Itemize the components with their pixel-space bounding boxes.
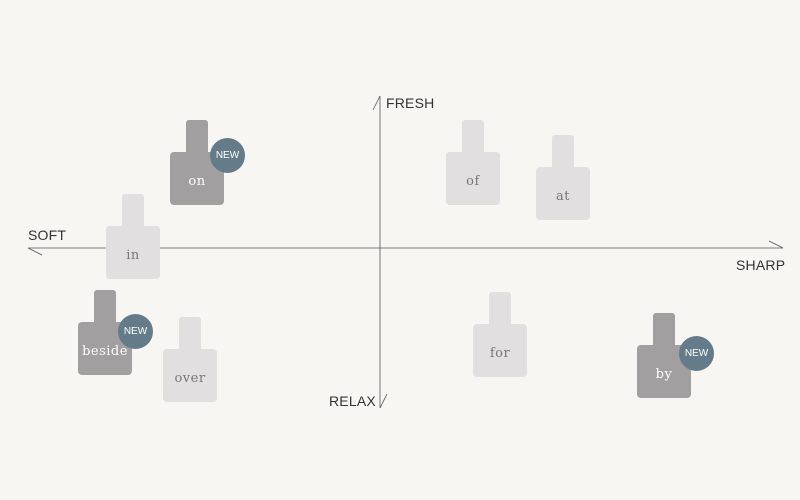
- axis-label-relax: RELAX: [329, 393, 376, 409]
- product-label: in: [126, 248, 140, 263]
- product-label: by: [655, 367, 673, 382]
- bottom-arrow-head: [379, 393, 388, 409]
- bottle-body: [536, 167, 590, 220]
- left-arrow-head: [27, 247, 43, 256]
- new-badge-beside: NEW: [118, 314, 153, 349]
- axis-label-fresh: FRESH: [386, 95, 435, 111]
- axis-label-soft: SOFT: [28, 227, 67, 243]
- product-bottle-of[interactable]: of: [446, 120, 500, 205]
- product-label: for: [489, 346, 511, 361]
- bottle-neck: [653, 313, 675, 353]
- bottle-neck: [462, 120, 484, 160]
- bottle-neck: [489, 292, 511, 332]
- product-bottle-over[interactable]: over: [163, 317, 217, 402]
- bottle-body: [446, 152, 500, 205]
- bottle-body: [163, 349, 217, 402]
- bottle-neck: [186, 120, 208, 160]
- product-label: beside: [82, 344, 128, 359]
- product-bottle-in[interactable]: in: [106, 194, 160, 279]
- product-label: on: [188, 174, 206, 189]
- top-arrow-head: [372, 95, 381, 111]
- bottle-neck: [552, 135, 574, 175]
- product-bottle-for[interactable]: for: [473, 292, 527, 377]
- product-label: of: [466, 174, 480, 189]
- new-badge-on: NEW: [210, 138, 245, 173]
- bottle-neck: [179, 317, 201, 357]
- bottle-neck: [122, 194, 144, 234]
- right-arrow-head: [768, 240, 784, 249]
- product-bottle-at[interactable]: at: [536, 135, 590, 220]
- product-label: at: [556, 189, 570, 204]
- product-label: over: [174, 371, 206, 386]
- bottle-body: [106, 226, 160, 279]
- bottle-body: [473, 324, 527, 377]
- new-badge-by: NEW: [679, 336, 714, 371]
- bottle-neck: [94, 290, 116, 330]
- product-bottle-beside[interactable]: beside: [78, 290, 132, 375]
- axis-label-sharp: SHARP: [736, 257, 786, 273]
